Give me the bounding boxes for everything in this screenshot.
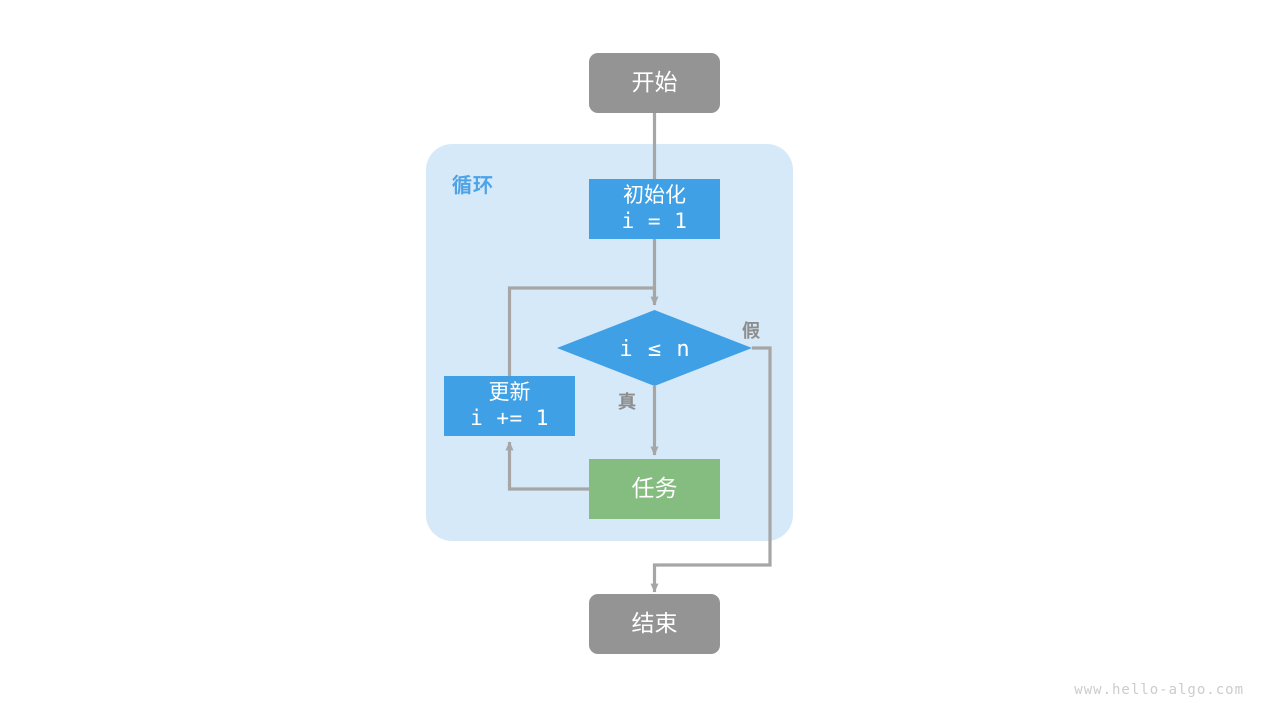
node-end-label: 结束 [631,610,678,637]
node-condition[interactable]: i ≤ n [556,312,754,386]
loop-group-label: 循环 [452,175,494,197]
node-task-label: 任务 [631,475,678,502]
node-task[interactable]: 任务 [589,459,720,519]
edge-task-to-update [505,441,589,491]
node-init-label-line1: 初始化 [623,184,686,208]
watermark-text: www.hello-algo.com [1074,682,1244,698]
edge-label-false: 假 [742,321,760,341]
edge-label-true: 真 [618,392,636,412]
condition-diamond-shape [557,310,752,386]
node-init[interactable]: 初始化 i = 1 [589,179,720,239]
edge-update-to-condition [507,286,655,376]
edge-condition-false-to-end [650,346,772,593]
node-end[interactable]: 结束 [589,594,720,654]
node-start-label: 开始 [631,69,678,96]
node-init-label-line2: i = 1 [621,209,688,233]
node-update[interactable]: 更新 i += 1 [444,376,575,436]
node-update-label-line2: i += 1 [470,406,549,430]
node-update-label-line1: 更新 [488,381,531,405]
node-condition-label: i ≤ n [619,336,691,362]
node-start[interactable]: 开始 [589,53,720,113]
